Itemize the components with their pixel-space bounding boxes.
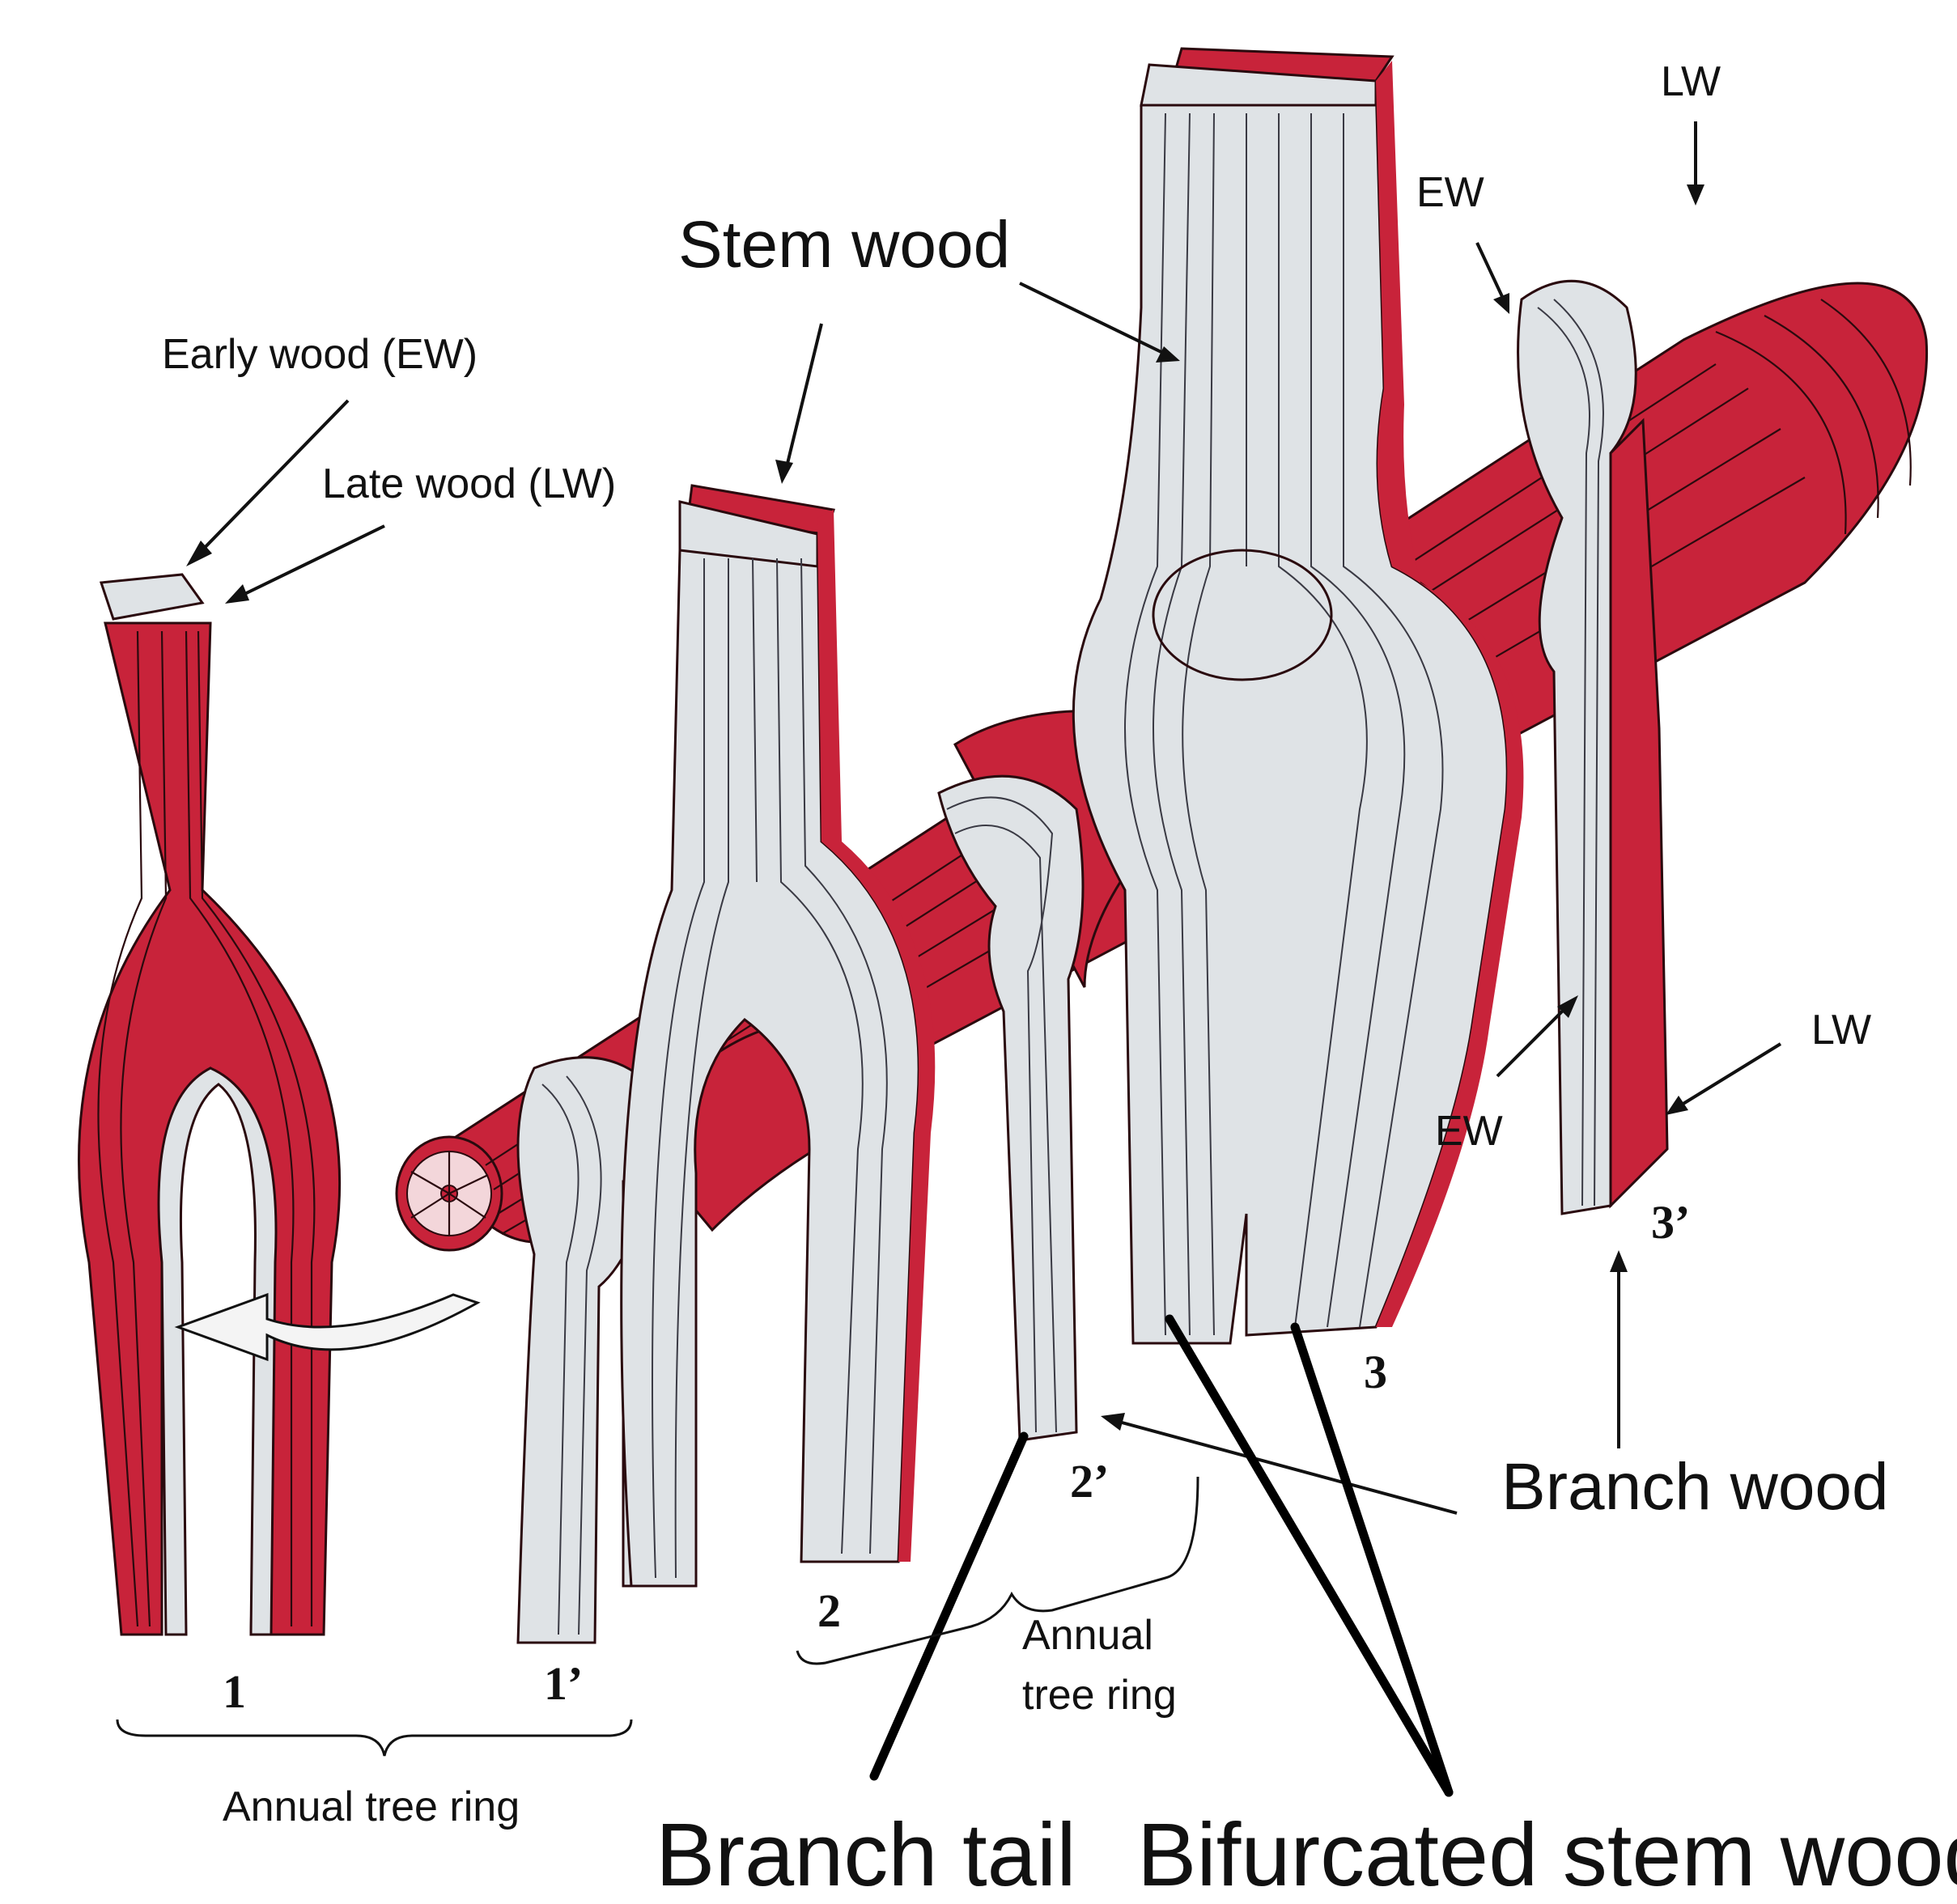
section-2 [622,486,936,1586]
branch-tail-label: Branch tail [656,1805,1076,1900]
bifurcated-stem-wood-label: Bifurcated stem wood [1137,1805,1957,1900]
lw-top-label: LW [1661,58,1721,105]
ew-mid-label: EW [1435,1108,1503,1155]
section-number-1-prime: 1’ [544,1657,583,1710]
early-wood-label: Early wood (EW) [162,331,478,378]
section-number-3: 3 [1364,1346,1387,1398]
section-number-1: 1 [223,1665,246,1718]
late-wood-label: Late wood (LW) [322,460,616,507]
annual-ring-left-label: Annual tree ring [223,1783,520,1830]
section-1 [79,575,340,1635]
annual-ring-mid-line1: Annual [1022,1612,1153,1659]
section-number-2: 2 [817,1584,841,1637]
ew-top-label: EW [1416,169,1484,216]
stem-wood-label: Stem wood [678,208,1010,282]
annual-ring-brace-left [117,1720,631,1756]
section-number-3-prime: 3’ [1651,1196,1690,1249]
section-number-2-prime: 2’ [1070,1455,1109,1508]
annual-ring-mid-line2: tree ring [1022,1672,1177,1719]
lw-mid-label: LW [1811,1007,1871,1054]
callout-lines [874,1319,1449,1792]
branch-wood-label: Branch wood [1501,1450,1889,1524]
